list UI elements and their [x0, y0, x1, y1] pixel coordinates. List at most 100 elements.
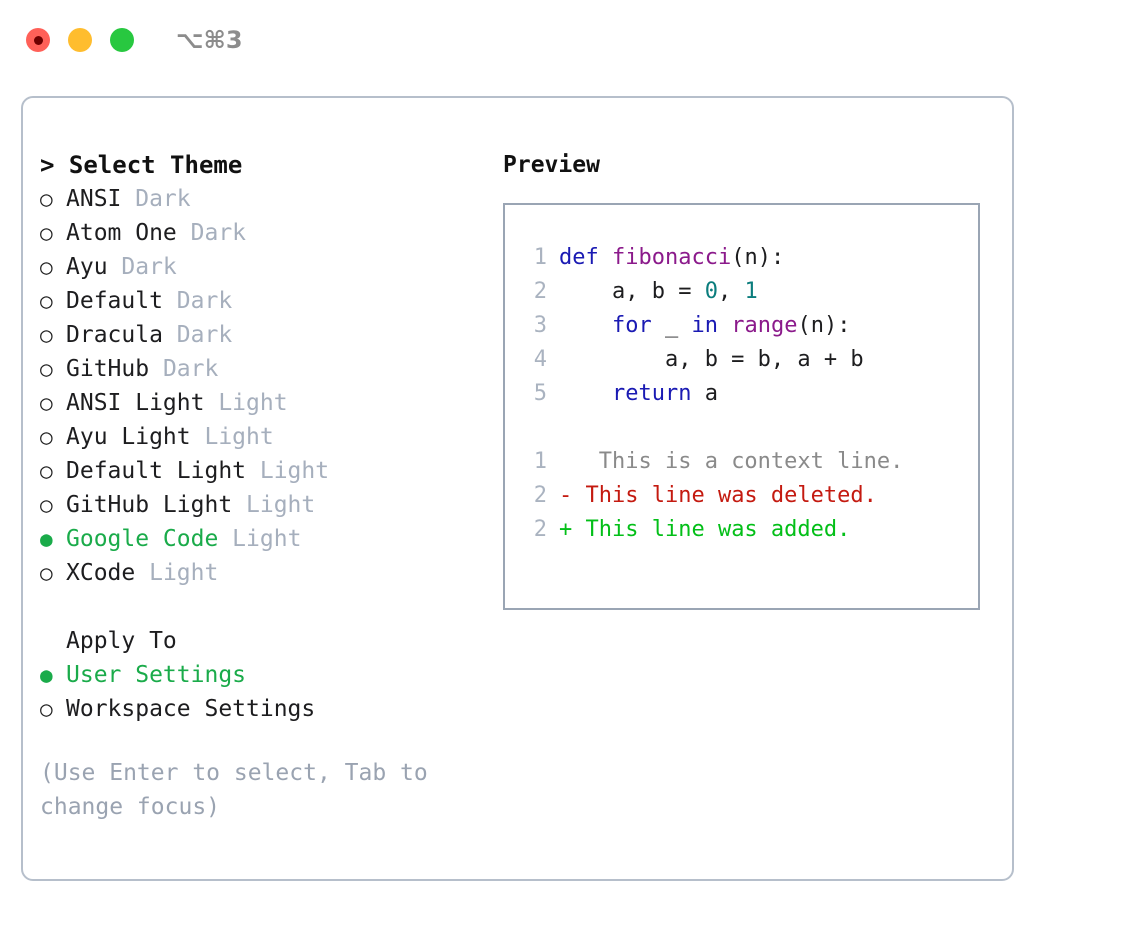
- diff-sign: -: [559, 483, 573, 508]
- code-token: for: [611, 313, 652, 338]
- code-line-number: 4: [533, 347, 547, 372]
- apply-to-list[interactable]: ● User Settings ○Workspace Settings: [40, 658, 503, 726]
- code-line-number: 3: [533, 313, 547, 338]
- theme-option-name: Default Light: [66, 458, 247, 484]
- radio-unselected-icon[interactable]: ○: [40, 697, 53, 721]
- code-token: [559, 309, 612, 343]
- radio-unselected-icon[interactable]: ○: [40, 561, 53, 585]
- code-token: (n):: [731, 245, 785, 270]
- theme-option-name: Ayu Light: [66, 424, 191, 450]
- keyboard-shortcut-label: ⌥⌘3: [176, 26, 243, 54]
- theme-option-name: Google Code: [66, 526, 219, 552]
- code-token: 1: [744, 279, 758, 304]
- theme-option-name: GitHub Light: [66, 492, 233, 518]
- window-controls: [26, 28, 134, 52]
- radio-unselected-icon[interactable]: ○: [40, 323, 53, 347]
- theme-option-name: GitHub: [66, 356, 150, 382]
- diff-text: This line was added.: [572, 517, 851, 542]
- radio-unselected-icon[interactable]: ○: [40, 425, 53, 449]
- theme-option[interactable]: ○ GitHub Dark: [40, 352, 503, 386]
- code-token: 0: [704, 279, 718, 304]
- theme-option[interactable]: ○ ANSI Light Light: [40, 386, 503, 420]
- theme-option-name: Dracula: [66, 322, 163, 348]
- radio-selected-icon[interactable]: ●: [40, 527, 53, 551]
- radio-unselected-icon[interactable]: ○: [40, 459, 53, 483]
- preview-heading: Preview: [503, 152, 600, 178]
- radio-unselected-icon[interactable]: ○: [40, 221, 53, 245]
- radio-unselected-icon[interactable]: ○: [40, 391, 53, 415]
- code-token: _: [651, 313, 692, 338]
- theme-selector-column: > Select Theme ○ANSI Dark○Atom One Dark○…: [23, 98, 503, 879]
- code-token: fibonacci: [611, 245, 732, 270]
- theme-option-kind: Dark: [162, 288, 233, 314]
- diff-line: 2- This line was deleted.: [517, 479, 978, 513]
- code-token: range: [731, 313, 798, 338]
- diff-line-number: 2: [533, 483, 547, 508]
- radio-unselected-icon[interactable]: ○: [40, 357, 53, 381]
- code-diff-separator: [517, 411, 978, 445]
- code-line-number: 5: [533, 381, 547, 406]
- theme-option-name: ANSI Light: [66, 390, 205, 416]
- code-token: a: [691, 381, 718, 406]
- code-line: 4 a, b = b, a + b: [517, 343, 978, 377]
- close-window-icon[interactable]: [26, 28, 50, 52]
- close-dot-center: [33, 35, 43, 45]
- title-bar: ⌥⌘3: [0, 0, 1140, 80]
- theme-option[interactable]: ○Dracula Dark: [40, 318, 503, 352]
- theme-option-name: Default: [66, 288, 163, 314]
- diff-sign: +: [559, 517, 573, 542]
- theme-list[interactable]: ○ANSI Dark○Atom One Dark○Ayu Dark○Defaul…: [40, 182, 503, 590]
- apply-to-option[interactable]: ○Workspace Settings: [40, 692, 503, 726]
- radio-unselected-icon[interactable]: ○: [40, 289, 53, 313]
- theme-option-kind: Dark: [107, 254, 177, 280]
- apply-to-heading: Apply To: [66, 628, 177, 654]
- code-line-number: 2: [533, 279, 547, 304]
- theme-option[interactable]: ○ XCode Light: [40, 556, 503, 590]
- radio-unselected-icon[interactable]: ○: [40, 255, 53, 279]
- code-token: a, b =: [559, 279, 705, 304]
- diff-sample: 1 This is a context line.2- This line wa…: [517, 445, 978, 547]
- theme-option-kind: Light: [190, 424, 274, 450]
- diff-line: 2+ This line was added.: [517, 513, 978, 547]
- main-panel: > Select Theme ○ANSI Dark○Atom One Dark○…: [21, 96, 1014, 881]
- theme-option[interactable]: ○ Default Light Light: [40, 454, 503, 488]
- theme-option[interactable]: ○ Ayu Light Light: [40, 420, 503, 454]
- theme-option-kind: Light: [232, 492, 316, 518]
- diff-line-number: 1: [533, 449, 547, 474]
- apply-to-option-name: User Settings: [66, 662, 247, 688]
- code-token: [718, 309, 731, 343]
- radio-unselected-icon[interactable]: ○: [40, 187, 53, 211]
- diff-sign: [559, 445, 572, 479]
- theme-option[interactable]: ○ANSI Dark: [40, 182, 503, 216]
- radio-unselected-icon[interactable]: ○: [40, 493, 53, 517]
- code-line: 3 for _ in range(n):: [517, 309, 978, 343]
- theme-option-kind: Light: [204, 390, 288, 416]
- theme-option-kind: Light: [246, 458, 330, 484]
- theme-option-name: Ayu: [66, 254, 108, 280]
- minimize-window-icon[interactable]: [68, 28, 92, 52]
- code-token: (n):: [797, 313, 851, 338]
- maximize-window-icon[interactable]: [110, 28, 134, 52]
- theme-option[interactable]: ○ GitHub Light Light: [40, 488, 503, 522]
- theme-option-kind: Light: [218, 526, 302, 552]
- theme-option[interactable]: ● Google Code Light: [40, 522, 503, 556]
- theme-option-kind: Dark: [149, 356, 219, 382]
- apply-to-option[interactable]: ● User Settings: [40, 658, 503, 692]
- theme-option-kind: Light: [135, 560, 219, 586]
- code-line: 5 return a: [517, 377, 978, 411]
- theme-option[interactable]: ○ Default Dark: [40, 284, 503, 318]
- theme-option-name: XCode: [66, 560, 136, 586]
- theme-option-kind: Dark: [176, 220, 247, 246]
- theme-option[interactable]: ○ Ayu Dark: [40, 250, 503, 284]
- diff-line: 1 This is a context line.: [517, 445, 978, 479]
- theme-option[interactable]: ○Atom One Dark: [40, 216, 503, 250]
- code-token: def: [559, 245, 612, 270]
- code-token: a, b = b, a + b: [559, 347, 864, 372]
- keyboard-hint-text: (Use Enter to select, Tab to change focu…: [40, 760, 428, 820]
- radio-selected-icon[interactable]: ●: [40, 663, 53, 687]
